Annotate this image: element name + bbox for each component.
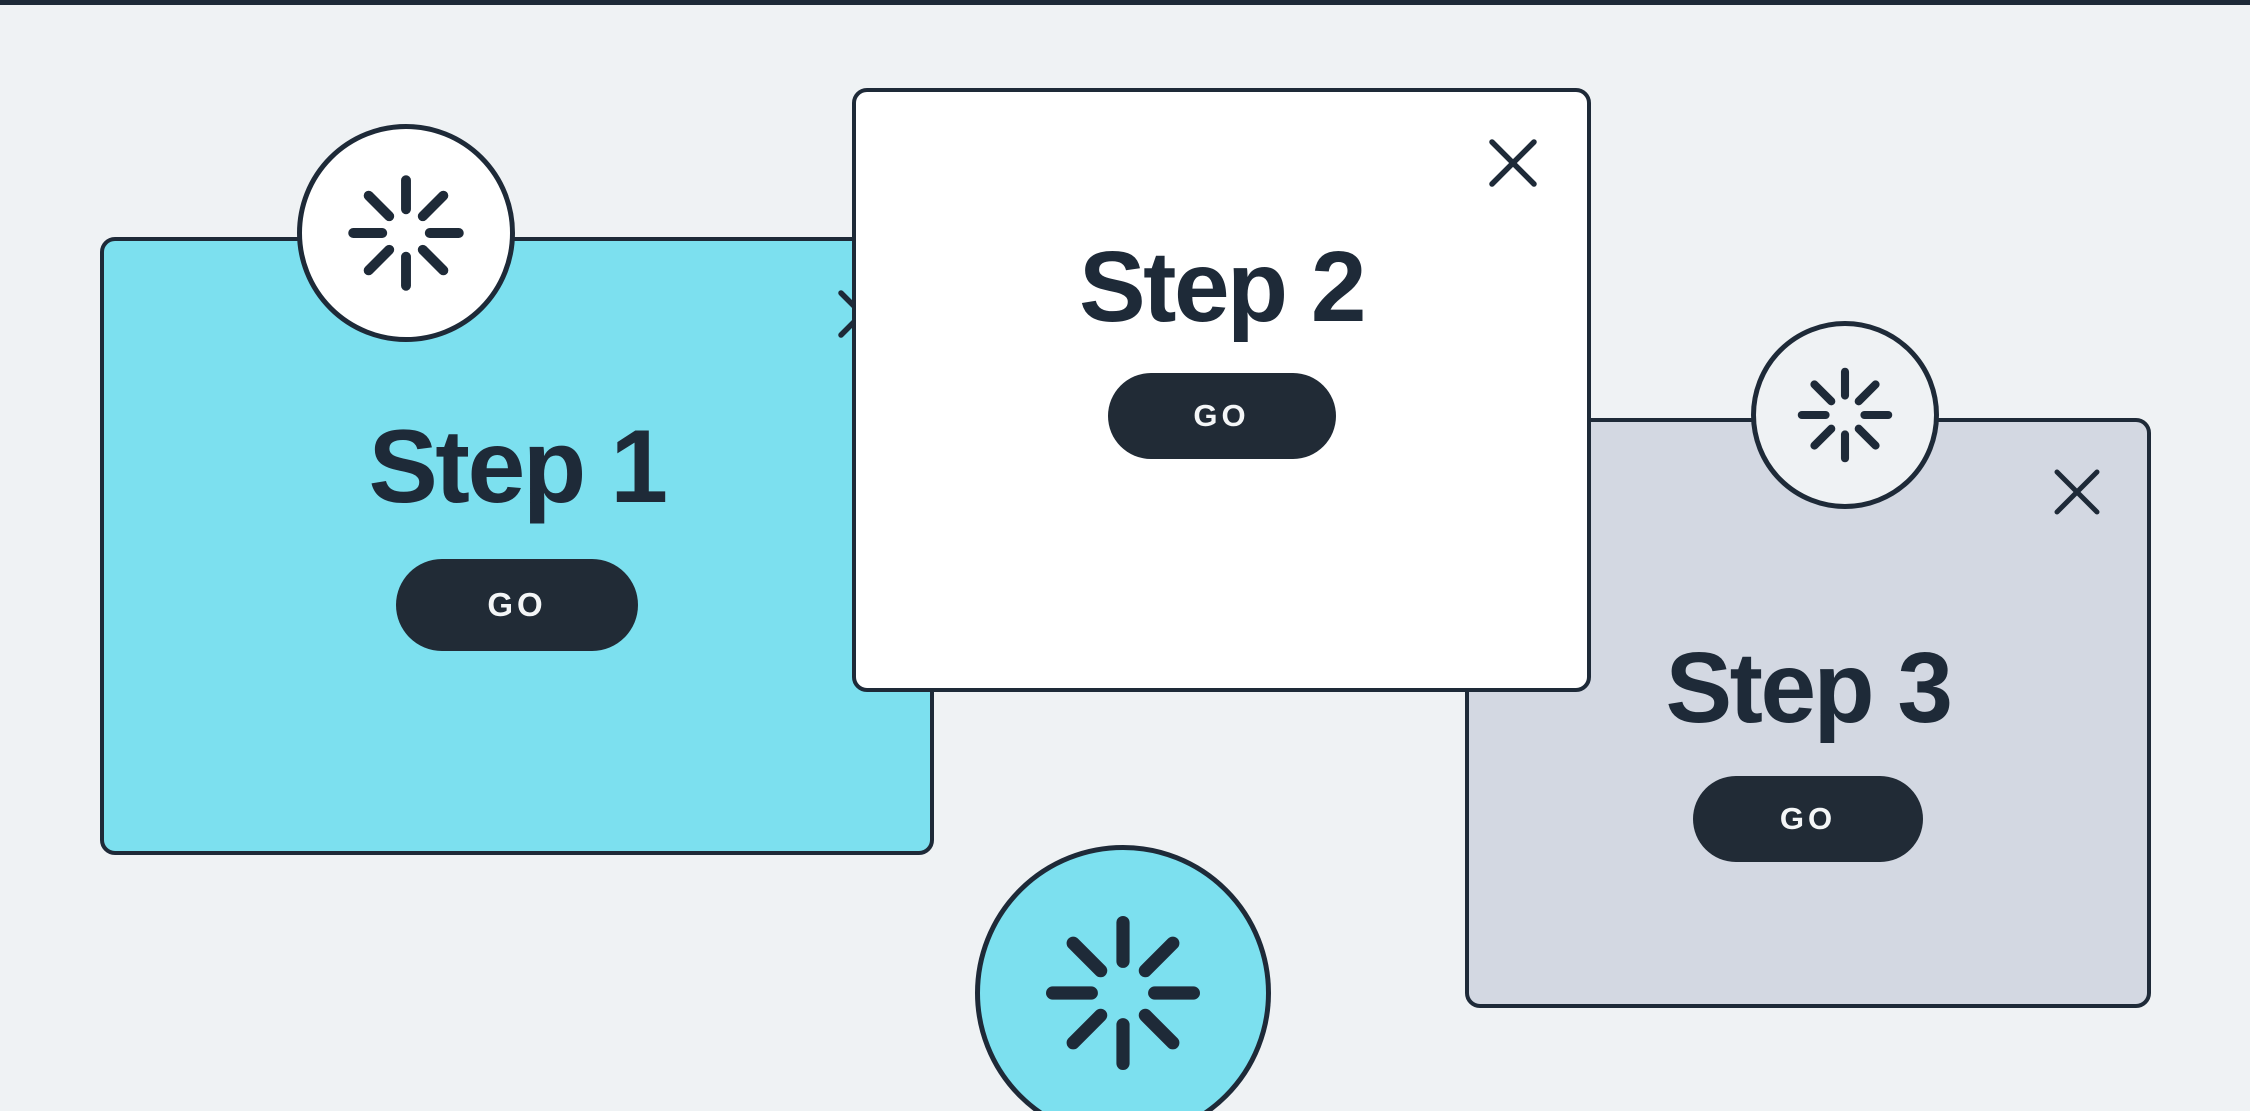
- step-card-2-body: Step 2 GO: [856, 235, 1587, 459]
- close-icon[interactable]: [1485, 135, 1541, 191]
- close-icon[interactable]: [2049, 464, 2105, 520]
- step-card-2[interactable]: Step 2 GO: [852, 88, 1591, 692]
- step-card-3-body: Step 3 GO: [1469, 636, 2147, 862]
- go-button[interactable]: GO: [396, 559, 638, 652]
- floating-spinner-badge: [975, 845, 1271, 1111]
- page-title: Step 1: [368, 409, 668, 525]
- step-card-1-body: Step 1 GO: [104, 409, 930, 652]
- top-edge-rule: [0, 0, 2250, 5]
- page-title: Step 3: [1665, 632, 1953, 744]
- loading-spinner-icon: [1791, 361, 1899, 469]
- loading-spinner-icon: [1035, 905, 1211, 1081]
- go-button[interactable]: GO: [1107, 373, 1336, 459]
- step-card-1[interactable]: Step 1 GO: [100, 237, 934, 855]
- step-card-1-spinner-badge: [297, 124, 515, 342]
- step-card-3-spinner-badge: [1751, 321, 1939, 509]
- page-title: Step 2: [1078, 231, 1367, 343]
- go-button[interactable]: GO: [1693, 776, 1923, 862]
- loading-spinner-icon: [340, 167, 472, 299]
